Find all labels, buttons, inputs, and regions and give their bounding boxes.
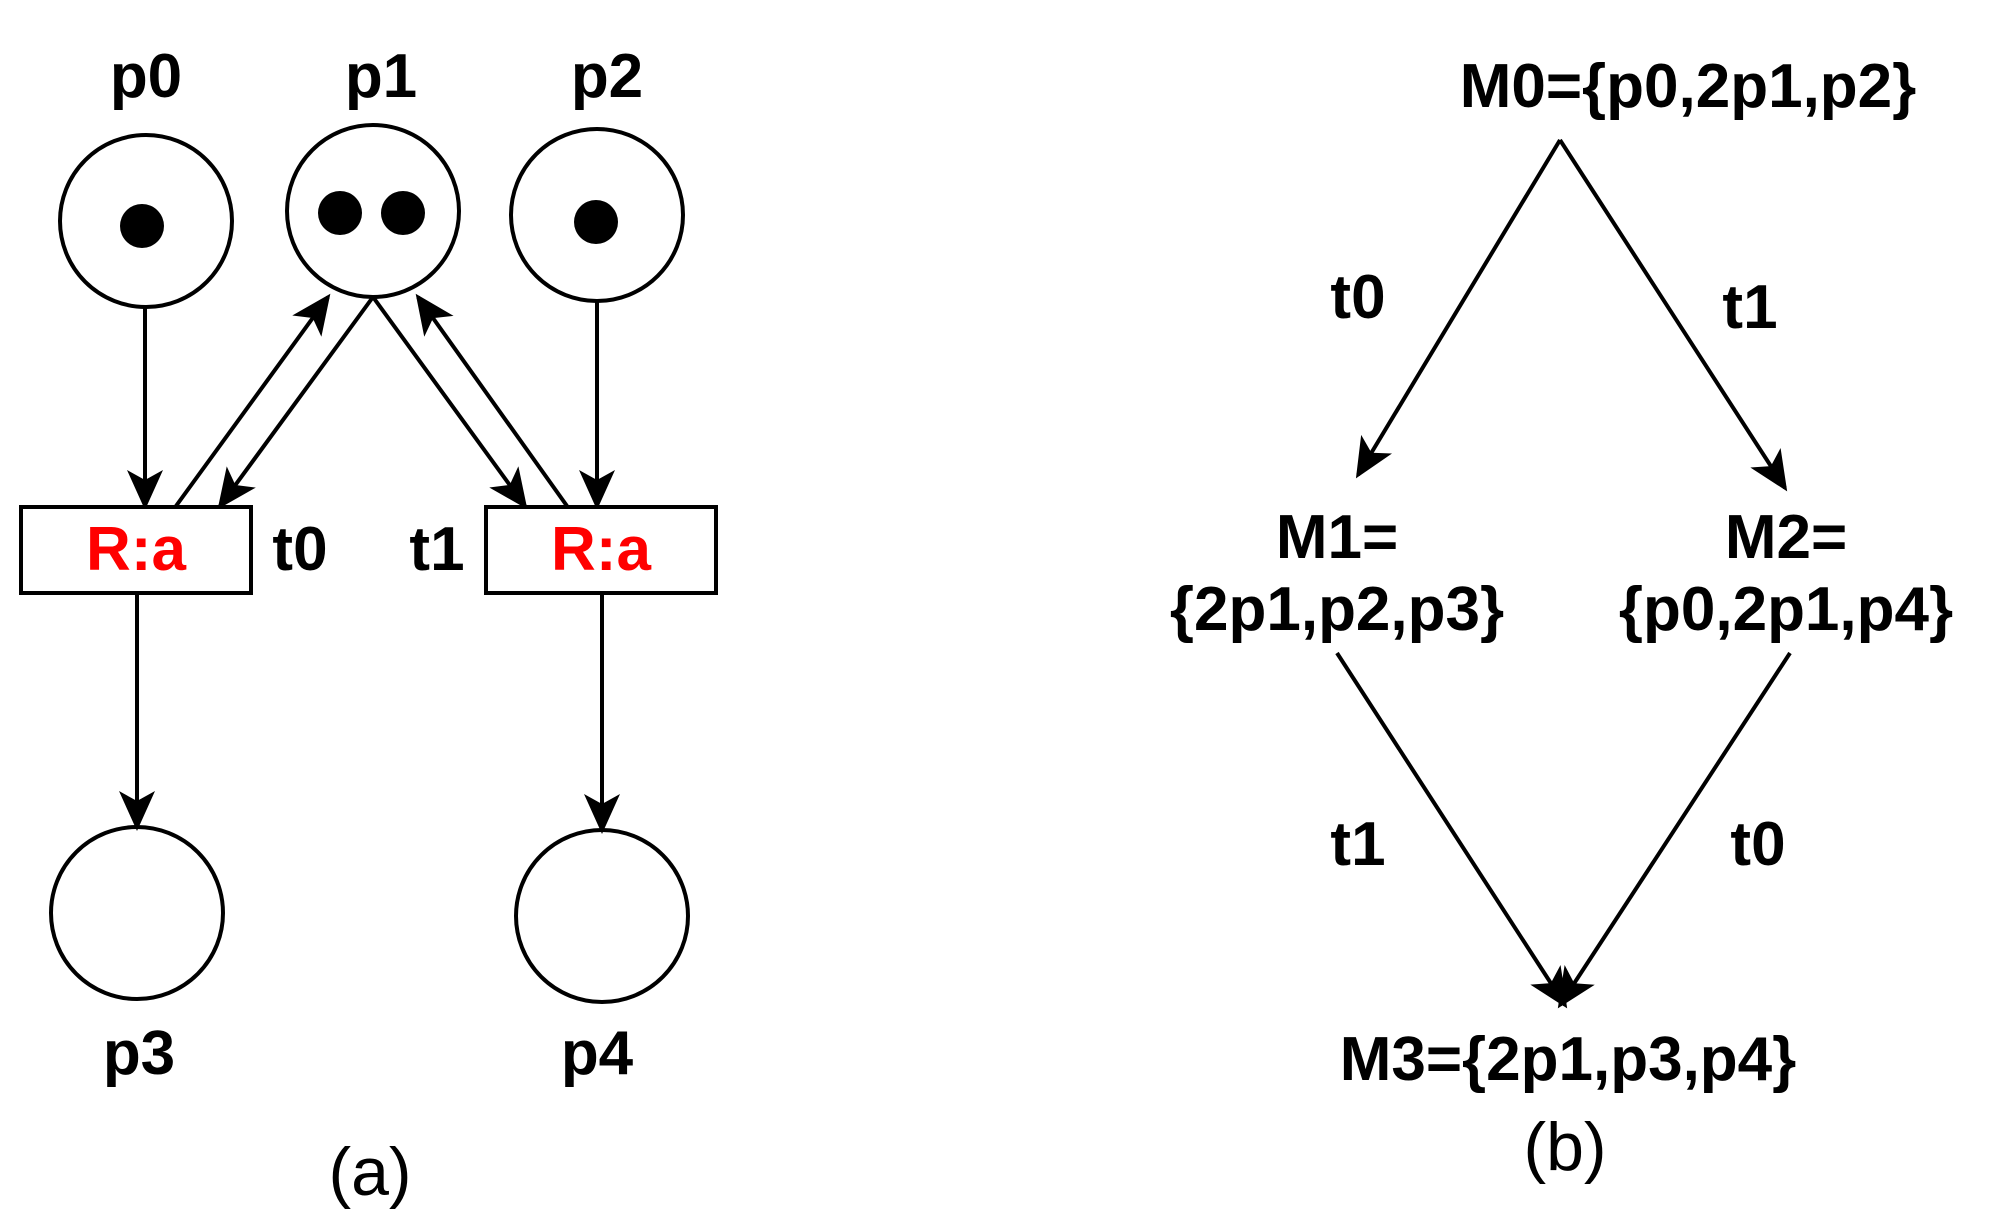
transition-name-t0: t0 (272, 515, 327, 584)
place-p1 (285, 123, 461, 299)
edge-label-M0-M1: t0 (1330, 263, 1385, 332)
arc-t0-p1 (174, 293, 331, 508)
edge-label-M0-M2: t1 (1722, 273, 1777, 342)
arc-p1-t1 (371, 295, 528, 510)
place-label-p1: p1 (345, 42, 417, 111)
transition-label-t0: R:a (86, 515, 186, 584)
transition-name-t1: t1 (409, 515, 464, 584)
token-p1-b (381, 191, 425, 235)
marking-M0: M0={p0,2p1,p2} (1460, 52, 1917, 121)
place-p4 (514, 828, 690, 1004)
edge-M0-M2 (1558, 138, 1788, 492)
caption-b: (b) (1523, 1109, 1606, 1185)
place-label-p4: p4 (561, 1019, 634, 1088)
edge-M2-M3 (1557, 651, 1792, 1009)
transition-t1 (484, 505, 718, 595)
edge-label-M2-M3: t0 (1730, 810, 1785, 879)
transition-t0 (19, 505, 253, 595)
marking-M2-head: M2= (1725, 503, 1847, 572)
arc-p1-t0 (217, 295, 375, 510)
place-label-p3: p3 (103, 1019, 175, 1088)
edge-label-M1-M3: t1 (1330, 810, 1385, 879)
place-label-p2: p2 (571, 42, 643, 111)
token-p0 (120, 204, 164, 248)
token-p2 (574, 200, 618, 244)
edge-M1-M3 (1335, 651, 1568, 1009)
marking-M3: M3={2p1,p3,p4} (1340, 1025, 1797, 1094)
petri-net-panel: p0 p1 p2 p3 p4 R:a R:a t0 t1 (a) (19, 42, 718, 1210)
edge-M0-M1 (1355, 138, 1562, 479)
place-label-p0: p0 (110, 42, 182, 111)
transition-label-t1: R:a (551, 515, 651, 584)
arc-t1-p1 (415, 293, 569, 508)
marking-M1-body: {2p1,p2,p3} (1170, 575, 1504, 644)
place-p3 (49, 825, 225, 1001)
marking-M2-body: {p0,2p1,p4} (1619, 575, 1953, 644)
caption-a: (a) (328, 1134, 411, 1210)
marking-M1-head: M1= (1276, 503, 1398, 572)
token-p1-a (318, 191, 362, 235)
reachability-graph-panel: t0 t1 t1 t0 M0={p0,2p1,p2} M1= {2p1,p2,p… (1170, 52, 1953, 1185)
